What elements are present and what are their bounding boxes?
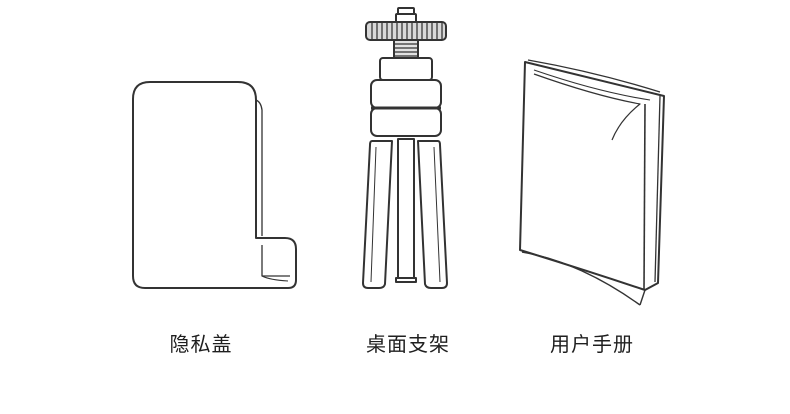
desktop-stand-label: 桌面支架 bbox=[366, 332, 450, 356]
privacy-cover-label: 隐私盖 bbox=[169, 332, 233, 356]
user-manual-label: 用户手册 bbox=[550, 332, 634, 356]
privacy-cover-icon bbox=[132, 81, 297, 289]
user-manual-booklet-icon bbox=[519, 59, 665, 306]
desktop-tripod-stand-icon bbox=[362, 7, 448, 289]
